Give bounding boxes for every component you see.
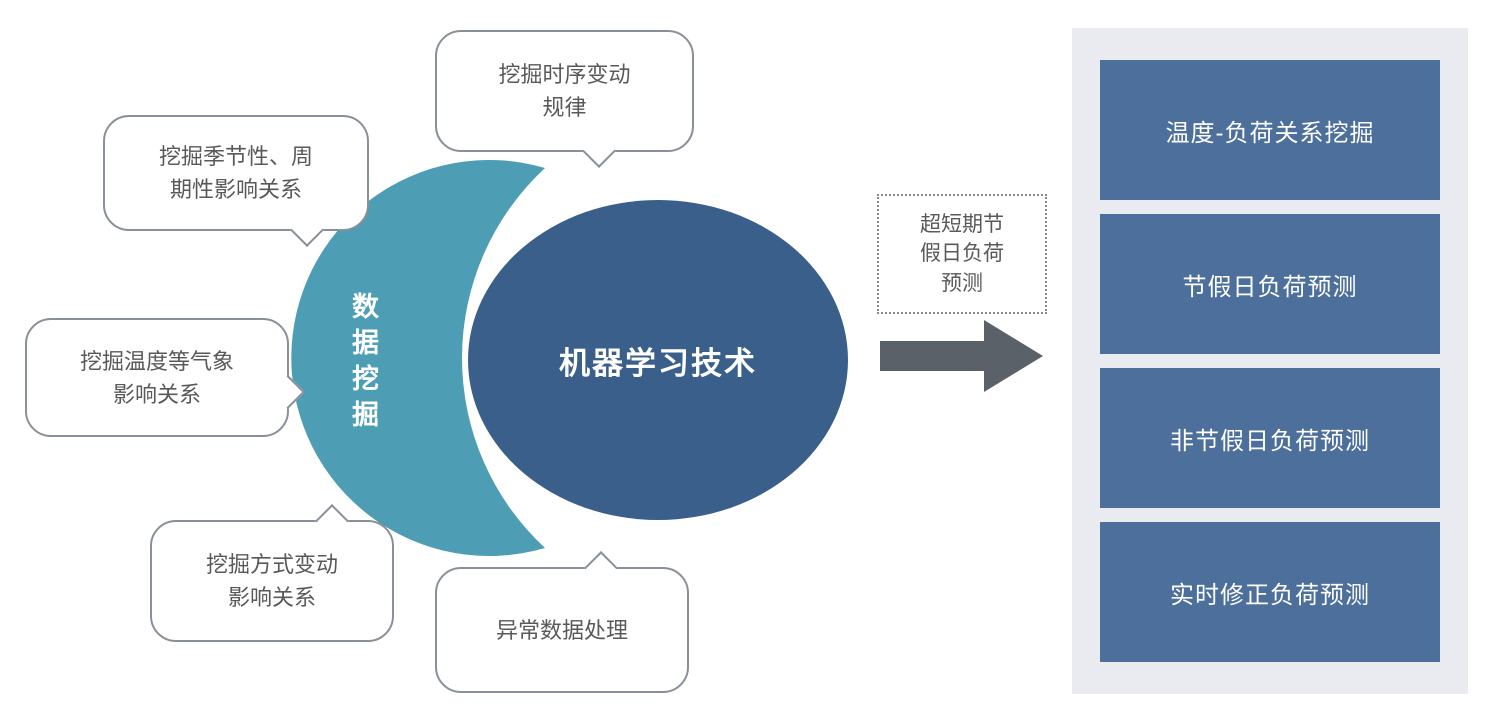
machine-learning-label: 机器学习技术 <box>559 345 757 381</box>
output-box-temperature-load: 温度-负荷关系挖掘 <box>1100 60 1440 200</box>
flow-arrow-icon <box>880 320 1043 392</box>
output-panel: 温度-负荷关系挖掘 节假日负荷预测 非节假日负荷预测 实时修正负荷预测 <box>1072 28 1468 694</box>
machine-learning-ellipse: 机器学习技术 <box>468 200 848 520</box>
callout-seasonality: 挖掘季节性、周 期性影响关系 <box>103 115 369 247</box>
output-box-label: 非节假日负荷预测 <box>1170 427 1370 455</box>
callout-method: 挖掘方式变动 影响关系 <box>150 504 394 642</box>
output-box-label: 节假日负荷预测 <box>1182 273 1358 301</box>
output-box-label: 实时修正负荷预测 <box>1170 581 1370 609</box>
callout-tail-icon <box>584 551 618 585</box>
callout-temperature-label: 挖掘温度等气象 影响关系 <box>79 348 234 407</box>
callout-anomaly: 异常数据处理 <box>435 551 689 693</box>
callout-tail-icon <box>315 504 349 538</box>
output-box-non-holiday-forecast: 非节假日负荷预测 <box>1100 368 1440 508</box>
callout-time-series: 挖掘时序变动 规律 <box>435 30 694 168</box>
data-mining-label: 数据挖掘 <box>348 292 378 436</box>
callout-tail-icon <box>290 213 324 247</box>
output-box-realtime-correction: 实时修正负荷预测 <box>1100 522 1440 662</box>
callout-anomaly-label: 异常数据处理 <box>495 617 628 643</box>
forecast-label-box: 超短期节 假日负荷 预测 <box>877 194 1047 314</box>
forecast-label-text: 超短期节 假日负荷 预测 <box>920 212 1004 295</box>
callout-temperature: 挖掘温度等气象 影响关系 <box>25 318 305 437</box>
callout-tail-icon <box>582 134 616 168</box>
output-box-holiday-forecast: 节假日负荷预测 <box>1100 214 1440 354</box>
callout-method-label: 挖掘方式变动 影响关系 <box>205 552 338 610</box>
callout-time-series-label: 挖掘时序变动 规律 <box>498 62 631 120</box>
output-box-label: 温度-负荷关系挖掘 <box>1165 119 1375 147</box>
callout-seasonality-label: 挖掘季节性、周 期性影响关系 <box>158 144 313 202</box>
callout-tail-icon <box>271 375 305 409</box>
